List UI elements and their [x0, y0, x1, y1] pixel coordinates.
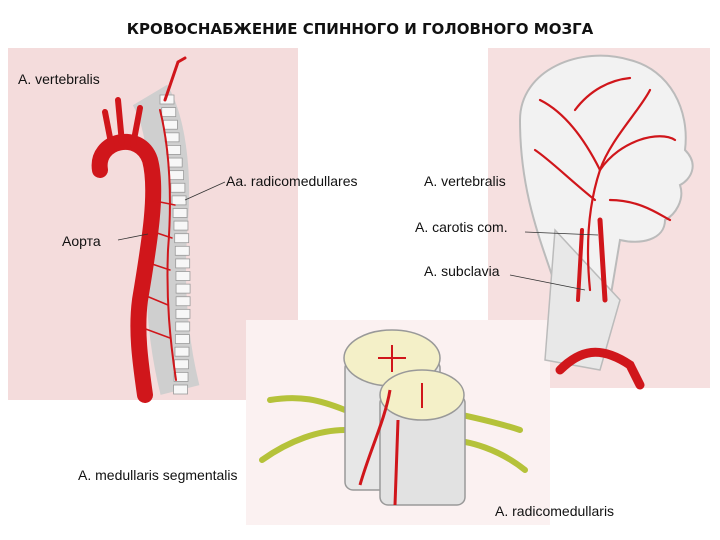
- leader-lines: [117, 181, 226, 241]
- vertebra: [175, 271, 191, 281]
- vertebra: [173, 220, 189, 231]
- label-radicomedullares: Aa. radicomedullares: [226, 173, 358, 189]
- vertebra: [174, 346, 190, 357]
- vertebra: [175, 283, 191, 294]
- vertebra: [174, 334, 190, 344]
- vertebra: [174, 233, 190, 244]
- label-aorta: Аорта: [62, 233, 101, 249]
- label-radicomedullaris: A. radicomedullaris: [495, 503, 614, 519]
- vertebra: [175, 308, 191, 319]
- vertebra: [164, 132, 180, 143]
- label-medullaris-segmentalis: A. medullaris segmentalis: [78, 467, 238, 483]
- vertebra: [172, 208, 188, 218]
- vertebra: [173, 384, 188, 395]
- vertebra: [175, 296, 191, 307]
- label-vertebralis-right: A. vertebralis: [424, 173, 506, 189]
- vertebra: [169, 170, 184, 181]
- vertebra: [167, 157, 183, 168]
- vertebra: [171, 195, 187, 206]
- page-title: КРОВОСНАБЖЕНИЕ СПИННОГО И ГОЛОВНОГО МОЗГ…: [126, 20, 594, 38]
- vertebra: [174, 359, 189, 370]
- vertebra: [163, 119, 178, 130]
- label-subclavia: A. subclavia: [424, 263, 500, 279]
- vertebra: [161, 107, 177, 118]
- vertebra: [175, 321, 191, 332]
- vertebra: [174, 245, 190, 256]
- vertebra: [173, 371, 189, 382]
- spinal-cord-segment: [259, 329, 528, 506]
- vertebrae: [159, 94, 191, 395]
- label-carotis: A. carotis com.: [415, 219, 508, 235]
- label-vertebralis-left: A. vertebralis: [18, 71, 100, 87]
- vertebra: [166, 145, 182, 155]
- aorta-artery: [91, 56, 187, 403]
- cerebral-arteries: [533, 76, 677, 390]
- vertebra: [170, 182, 186, 193]
- head-leader-lines: [509, 231, 599, 291]
- vertebra: [175, 258, 191, 269]
